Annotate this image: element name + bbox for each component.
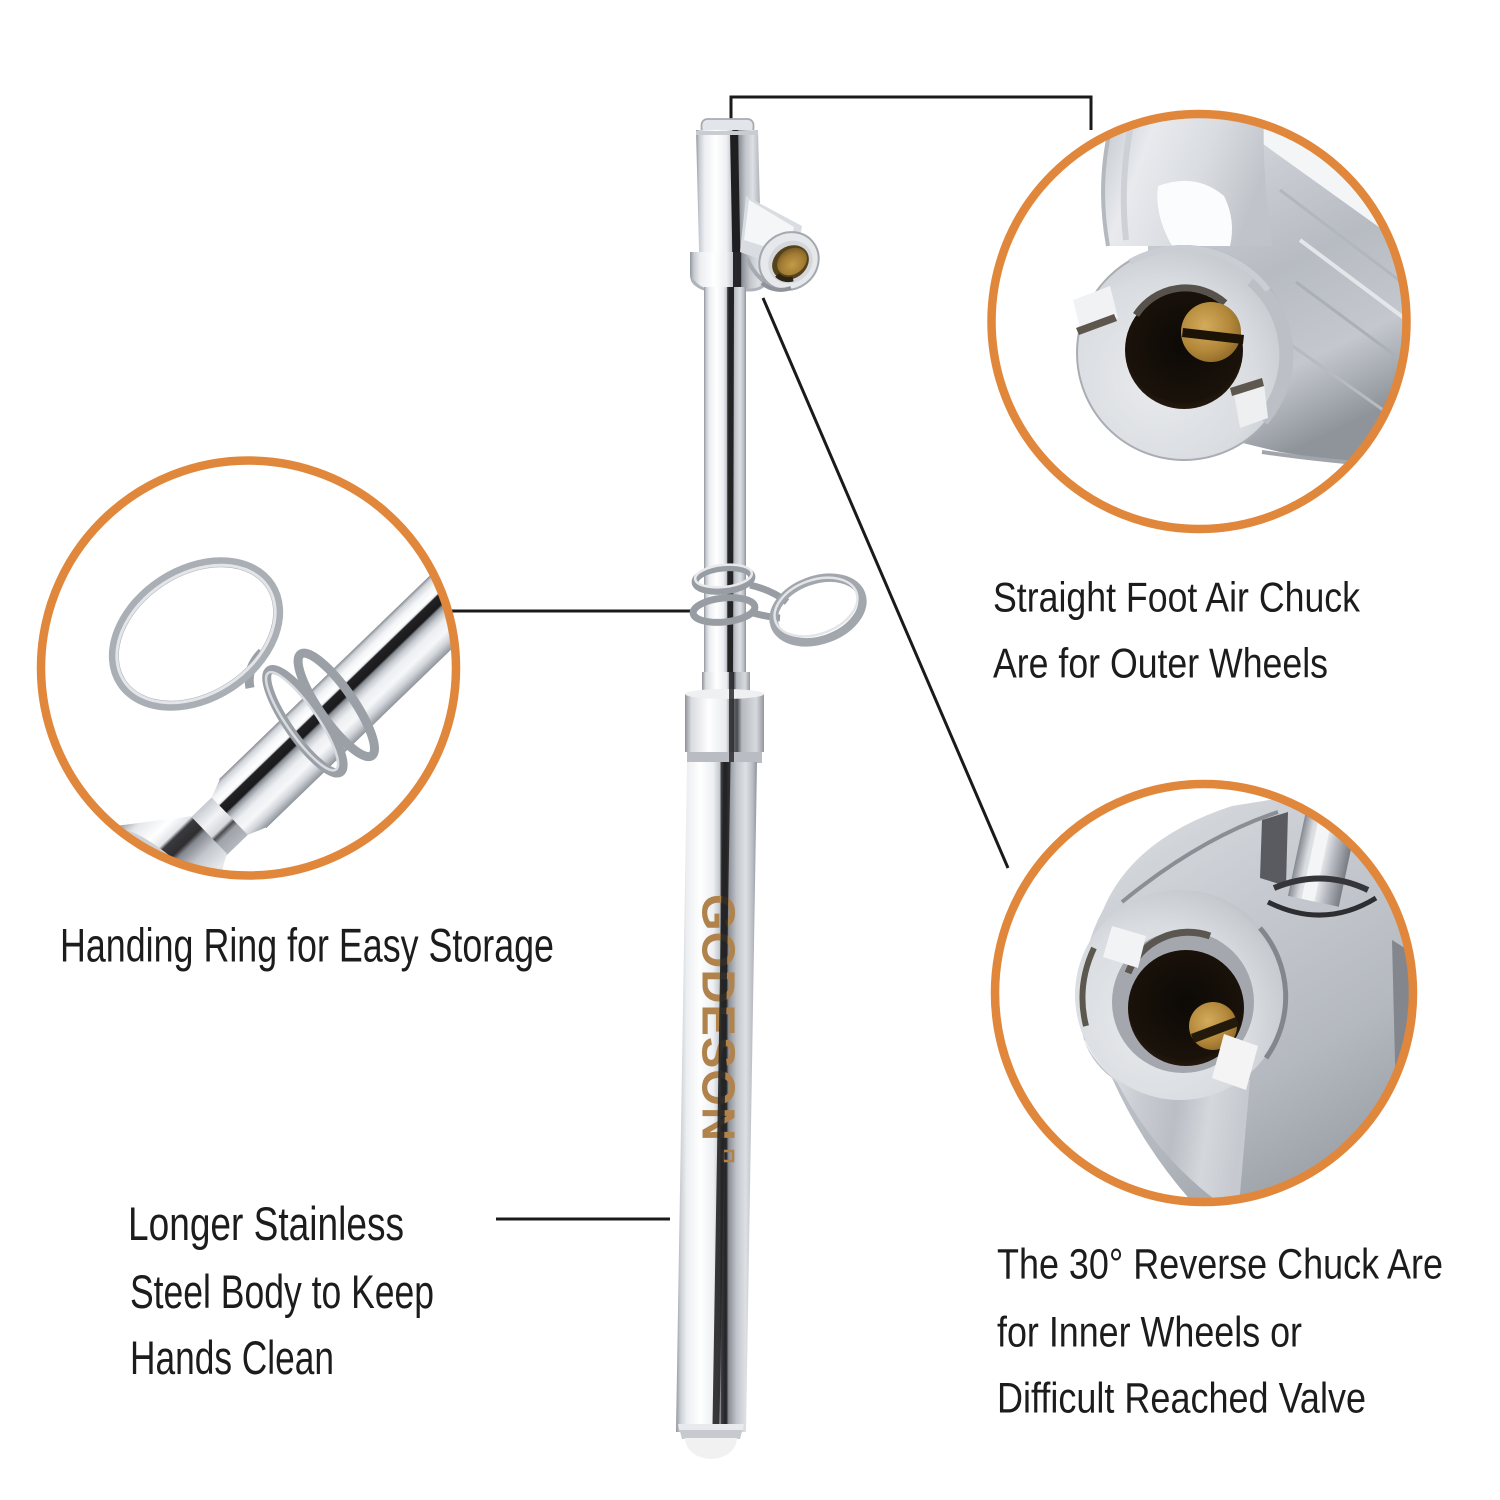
- svg-text:Are for Outer Wheels: Are for Outer Wheels: [993, 639, 1328, 686]
- svg-text:Difficult Reached Valve: Difficult Reached Valve: [997, 1375, 1366, 1423]
- svg-text:Steel Body to Keep: Steel Body to Keep: [130, 1265, 434, 1318]
- svg-text:Hands Clean: Hands Clean: [130, 1331, 334, 1384]
- svg-text:Longer Stainless: Longer Stainless: [128, 1197, 404, 1250]
- svg-text:for Inner Wheels or: for Inner Wheels or: [997, 1309, 1302, 1357]
- svg-text:Straight Foot Air Chuck: Straight Foot Air Chuck: [993, 574, 1360, 621]
- svg-text:The 30° Reverse Chuck Are: The 30° Reverse Chuck Are: [997, 1241, 1443, 1289]
- svg-text:Handing Ring for Easy Storage: Handing Ring for Easy Storage: [60, 919, 554, 972]
